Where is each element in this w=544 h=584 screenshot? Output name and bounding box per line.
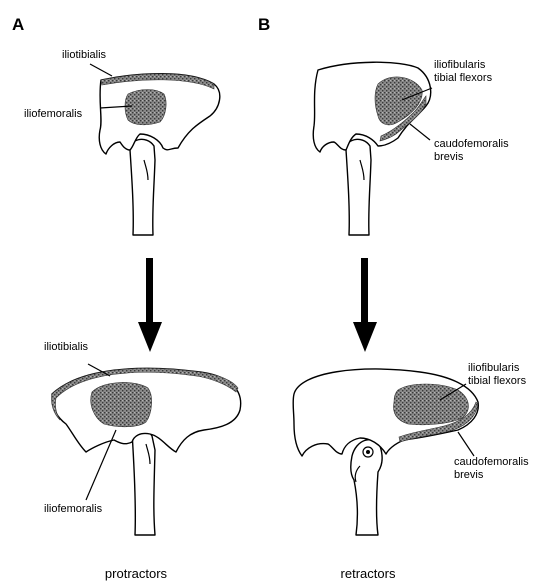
- panel-letter-b: B: [258, 15, 270, 34]
- leader-caudo-b-top: [410, 124, 430, 140]
- label-iliotibialis-a-top: iliotibialis: [62, 49, 107, 61]
- label-brevis-b-bottom: brevis: [454, 469, 484, 481]
- caption-retractors: retractors: [341, 566, 396, 581]
- label-iliofemoralis-a-bottom: iliofemoralis: [44, 503, 103, 515]
- caption-protractors: protractors: [105, 566, 168, 581]
- label-tibial-flexors-b-bottom: tibial flexors: [468, 375, 527, 387]
- label-iliofibularis-b-bottom: iliofibularis: [468, 362, 520, 374]
- label-tibial-flexors-b-top: tibial flexors: [434, 72, 493, 84]
- panel-b-bottom-pelvis: [293, 369, 478, 535]
- label-caudofemoralis-b-top: caudofemoralis: [434, 138, 509, 150]
- panel-b-top-pelvis: [313, 62, 432, 235]
- label-iliofemoralis-a-top: iliofemoralis: [24, 108, 83, 120]
- iliofemoralis-muscle: [125, 90, 166, 125]
- arrow-a: [138, 258, 162, 352]
- leader-caudo-b-bottom: [458, 432, 474, 456]
- femur: [130, 139, 155, 235]
- panel-letter-a: A: [12, 15, 24, 34]
- label-brevis-b-top: brevis: [434, 151, 464, 163]
- panel-a-top-pelvis: [90, 64, 220, 235]
- label-caudofemoralis-b-bottom: caudofemoralis: [454, 456, 529, 468]
- iliofemoralis-muscle: [91, 382, 152, 426]
- femur: [346, 139, 371, 235]
- label-iliotibialis-a-bottom: iliotibialis: [44, 341, 89, 353]
- femur: [132, 429, 155, 535]
- leader-iliotibialis-a-top: [90, 64, 112, 76]
- label-iliofibularis-b-top: iliofibularis: [434, 59, 486, 71]
- arrow-b: [353, 258, 377, 352]
